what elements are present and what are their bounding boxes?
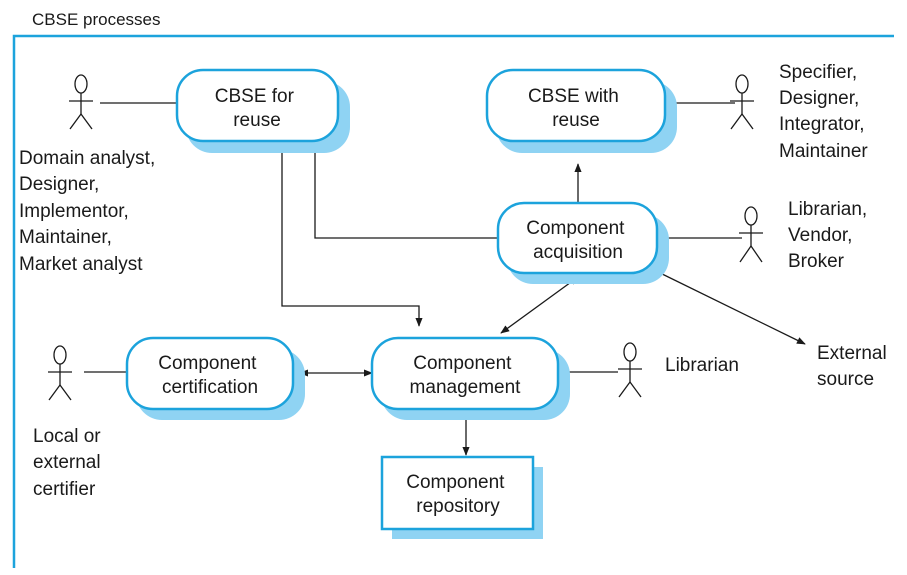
actor-label-certifier-roles: Local or external certifier	[33, 426, 106, 500]
process-label: CBSE with reuse	[528, 86, 624, 131]
figure-frame	[12, 34, 894, 568]
process-box	[175, 68, 340, 143]
actor-certifier-icon	[48, 345, 72, 401]
process-component-acquisition: Component acquisition	[496, 201, 669, 284]
external-source-label: External source	[817, 343, 892, 390]
process-cbse-with-reuse: CBSE with reuse	[485, 68, 677, 153]
connectors	[84, 102, 806, 456]
actor-label-with-reuse-roles: Specifier, Designer, Integrator, Maintai…	[779, 62, 870, 162]
process-label: Component certification	[158, 353, 262, 398]
store-label: Component repository	[406, 472, 510, 517]
actor-label-management-role: Librarian	[665, 355, 739, 376]
actor-acquisition-icon	[739, 206, 763, 263]
actor-label-acquisition-roles: Librarian, Vendor, Broker	[788, 199, 873, 272]
store-component-repository: Component repository	[380, 455, 543, 539]
process-box	[370, 336, 560, 411]
arrow-acquisition-to-reuse	[311, 143, 498, 239]
actor-management-icon	[618, 342, 642, 398]
process-label: CBSE for reuse	[215, 86, 299, 131]
actor-reuse-icon	[69, 74, 93, 130]
arrow-reuse-to-management	[281, 142, 423, 327]
process-box	[485, 68, 667, 143]
arrow-management-acquisition	[500, 276, 579, 334]
process-component-management: Component management	[370, 336, 570, 420]
process-label: Component management	[410, 353, 522, 398]
arrow-acquisition-to-external	[653, 269, 806, 345]
process-cbse-for-reuse: CBSE for reuse	[175, 68, 350, 153]
figure-title: CBSE processes	[32, 10, 161, 29]
process-label: Component acquisition	[526, 218, 630, 263]
actor-with-reuse-icon	[730, 74, 754, 130]
process-box	[125, 336, 295, 411]
store-box	[380, 455, 535, 531]
process-box	[496, 201, 659, 275]
actor-label-reuse-roles: Domain analyst, Designer, Implementor, M…	[19, 148, 161, 275]
process-component-certification: Component certification	[125, 336, 305, 420]
